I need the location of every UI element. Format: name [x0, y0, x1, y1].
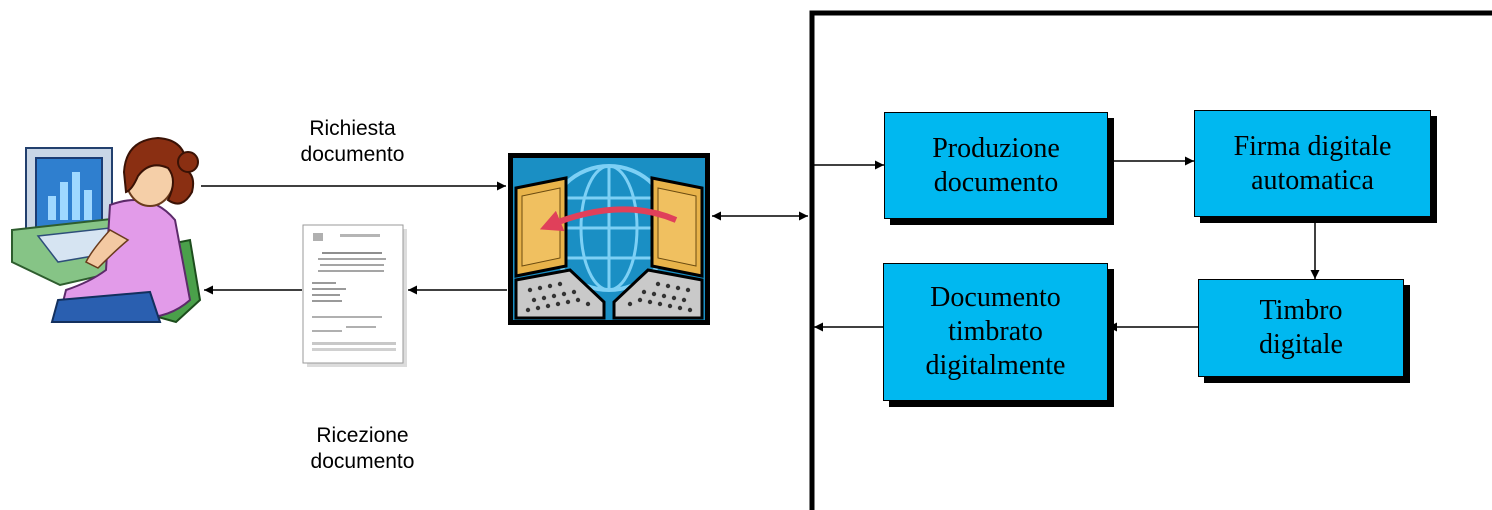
system-frame: [809, 10, 1492, 510]
document-page-icon: [302, 224, 407, 367]
user-at-computer-icon: [11, 136, 202, 324]
request-label: Richiesta documento: [300, 117, 405, 166]
box-documento-timbrato: Documento timbrato digitalmente: [883, 263, 1108, 401]
box-firma-digitale-automatica: Firma digitale automatica: [1194, 110, 1431, 217]
receive-label: Ricezione documento: [310, 424, 415, 473]
box-timbro-digitale: Timbro digitale: [1198, 279, 1404, 377]
network-exchange-icon: [508, 153, 710, 325]
box-produzione-documento: Produzione documento: [884, 112, 1108, 219]
